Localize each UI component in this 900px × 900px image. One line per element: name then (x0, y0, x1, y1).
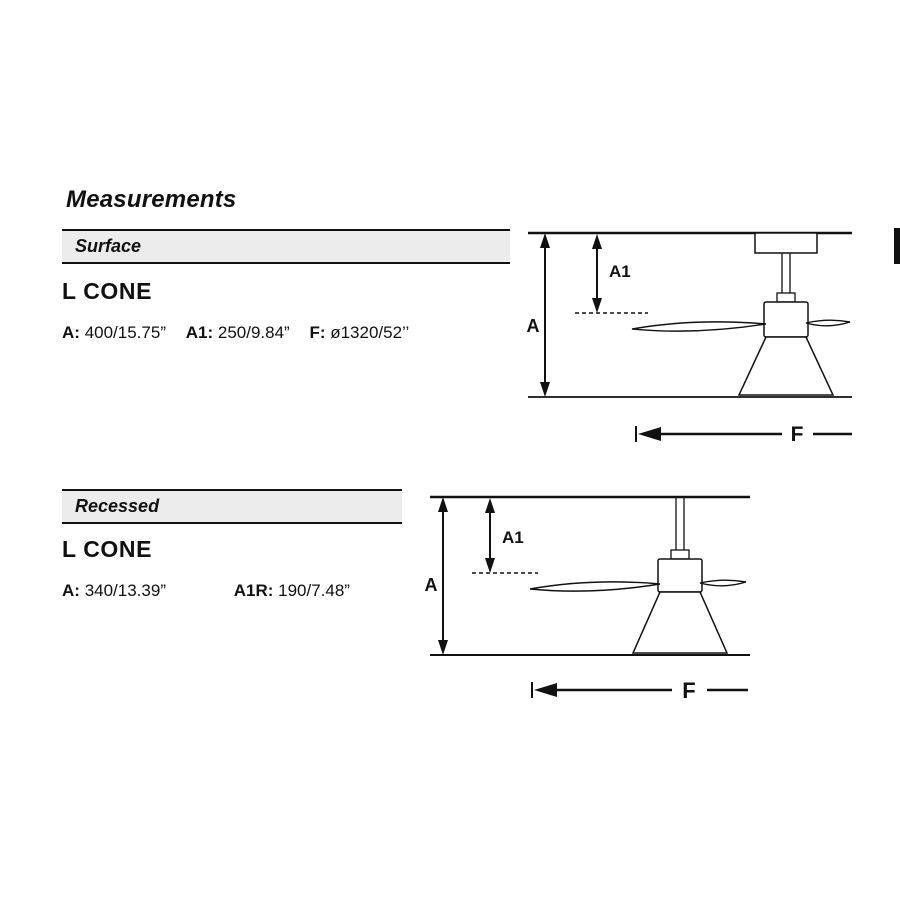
fan-mount-box (754, 232, 818, 254)
spec-a1r-value: 190/7.48” (278, 581, 350, 600)
fan-blade-right (699, 579, 747, 587)
fan-drawing (631, 232, 851, 396)
spec-a1r-label: A1R: (233, 581, 274, 600)
recessed-diagram-svg: A A1 F (425, 495, 750, 703)
surface-diagram-svg: A A1 F (527, 231, 852, 446)
spec-a-value: 340/13.39” (84, 581, 166, 600)
fan-cone (631, 591, 729, 654)
dim-a1-arrowhead-down (485, 558, 495, 573)
spec-f: F: ø1320/52’’ (309, 323, 409, 342)
dim-a1: A1 (575, 234, 648, 314)
fan-blade-right (805, 319, 851, 327)
spec-line-recessed: A: 340/13.39” A1R: 190/7.48” (62, 581, 413, 601)
spec-a1-value: 250/9.84” (217, 323, 290, 342)
section-header-surface: Surface (62, 229, 510, 264)
spec-a-label: A: (62, 581, 80, 600)
dim-a1-arrowhead-down (592, 298, 602, 313)
dim-f-arrowhead-left (534, 683, 557, 697)
dim-a-arrowhead-down (540, 382, 550, 397)
spec-a1r: A1R: 190/7.48” (234, 581, 350, 600)
dim-a: A (425, 497, 448, 655)
spec-a1-label: A1: (185, 323, 214, 342)
fan-joint (670, 549, 690, 560)
spec-a-label: A: (62, 323, 80, 342)
product-name-surface: L CONE (62, 278, 153, 304)
fan-cone (737, 336, 835, 396)
dim-a1-label: A1 (609, 262, 631, 281)
dim-a1-arrowhead-up (485, 498, 495, 513)
dim-a1-arrowhead-up (592, 234, 602, 249)
dim-a-arrowhead-down (438, 640, 448, 655)
surface-diagram: A A1 F (520, 225, 900, 455)
dim-a: A (527, 233, 550, 397)
spec-line-surface: A: 400/15.75” A1: 250/9.84” F: ø1320/52’… (62, 323, 424, 343)
dim-f-label: F (791, 423, 804, 446)
spec-a: A: 340/13.39” (62, 581, 166, 600)
dim-a-arrowhead-up (540, 233, 550, 248)
fan-motor (657, 558, 703, 593)
dim-a-label: A (425, 575, 438, 595)
dim-a1: A1 (472, 498, 538, 574)
fan-joint (776, 292, 796, 303)
dim-a1-label: A1 (502, 528, 524, 547)
spec-a: A: 400/15.75” (62, 323, 166, 342)
recessed-diagram: A A1 F (420, 488, 760, 703)
dim-a-arrowhead-up (438, 497, 448, 512)
fan-motor (763, 301, 809, 338)
spec-f-label: F: (309, 323, 326, 342)
product-name-recessed: L CONE (62, 536, 153, 562)
dim-f-arrowhead-left (638, 427, 661, 441)
fan-blade-left (529, 581, 661, 592)
dim-f: F (531, 678, 748, 703)
dim-f-label: F (682, 678, 695, 703)
fan-drawing (529, 497, 747, 654)
spec-a1: A1: 250/9.84” (186, 323, 290, 342)
section-header-recessed-label: Recessed (75, 496, 160, 516)
dim-f: F (635, 423, 852, 446)
section-header-surface-label: Surface (75, 236, 142, 256)
spec-a-value: 400/15.75” (84, 323, 166, 342)
fan-blade-left (631, 321, 767, 332)
section-header-recessed: Recessed (62, 489, 402, 524)
page-title: Measurements (66, 186, 237, 213)
spec-f-value: ø1320/52’’ (330, 323, 410, 342)
dim-a-label: A (527, 316, 540, 336)
page-edge-artifact (894, 228, 900, 264)
